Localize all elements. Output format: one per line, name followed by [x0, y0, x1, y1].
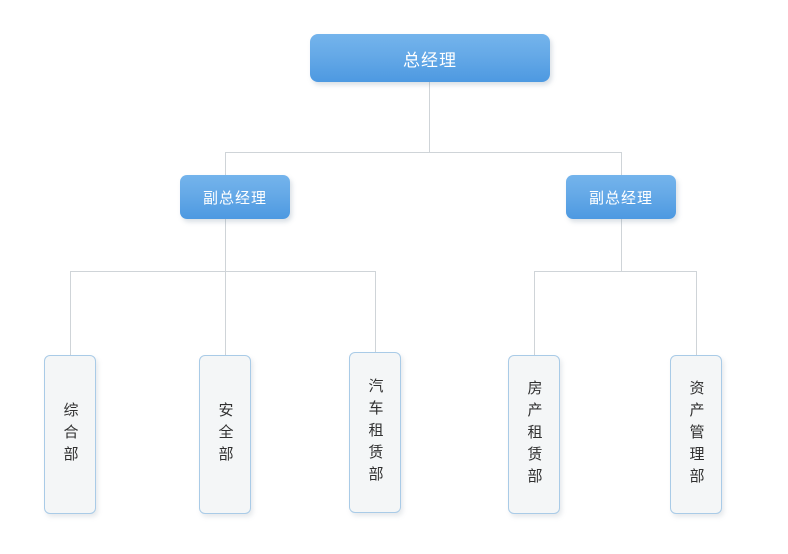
node-department-safety[interactable]: 安全部 [199, 355, 251, 514]
connector-deputy-bus [225, 152, 621, 153]
node-department-general-affairs[interactable]: 综合部 [44, 355, 96, 514]
node-deputy-general-manager-left[interactable]: 副总经理 [180, 175, 290, 219]
node-department-asset-management-label: 资产管理部 [687, 379, 705, 490]
connector-left-dept-bus [70, 271, 375, 272]
connector-dept-zonghe-drop [70, 271, 71, 355]
node-department-property-rental-label: 房产租赁部 [525, 379, 543, 490]
node-department-car-rental[interactable]: 汽车租赁部 [349, 352, 401, 513]
connector-right-deputy-stem [621, 219, 622, 272]
node-department-general-affairs-label: 综合部 [61, 401, 79, 468]
connector-top-stem [429, 82, 430, 153]
connector-left-deputy-stem [225, 219, 226, 272]
node-general-manager-label: 总经理 [403, 50, 457, 70]
node-department-safety-label: 安全部 [216, 401, 234, 468]
node-deputy-general-manager-right[interactable]: 副总经理 [566, 175, 676, 219]
node-general-manager[interactable]: 总经理 [310, 34, 550, 82]
connector-dept-anquan-drop [225, 271, 226, 355]
node-department-property-rental[interactable]: 房产租赁部 [508, 355, 560, 514]
node-department-asset-management[interactable]: 资产管理部 [670, 355, 722, 514]
connector-deputy-left-drop [225, 152, 226, 175]
node-department-car-rental-label: 汽车租赁部 [366, 377, 384, 488]
connector-deputy-right-drop [621, 152, 622, 175]
node-deputy-general-manager-right-label: 副总经理 [588, 189, 653, 207]
node-deputy-general-manager-left-label: 副总经理 [202, 189, 267, 207]
connector-dept-qiche-drop [375, 271, 376, 352]
connector-right-dept-bus [534, 271, 696, 272]
connector-dept-fangchan-drop [534, 271, 535, 355]
connector-dept-zichan-drop [696, 271, 697, 355]
